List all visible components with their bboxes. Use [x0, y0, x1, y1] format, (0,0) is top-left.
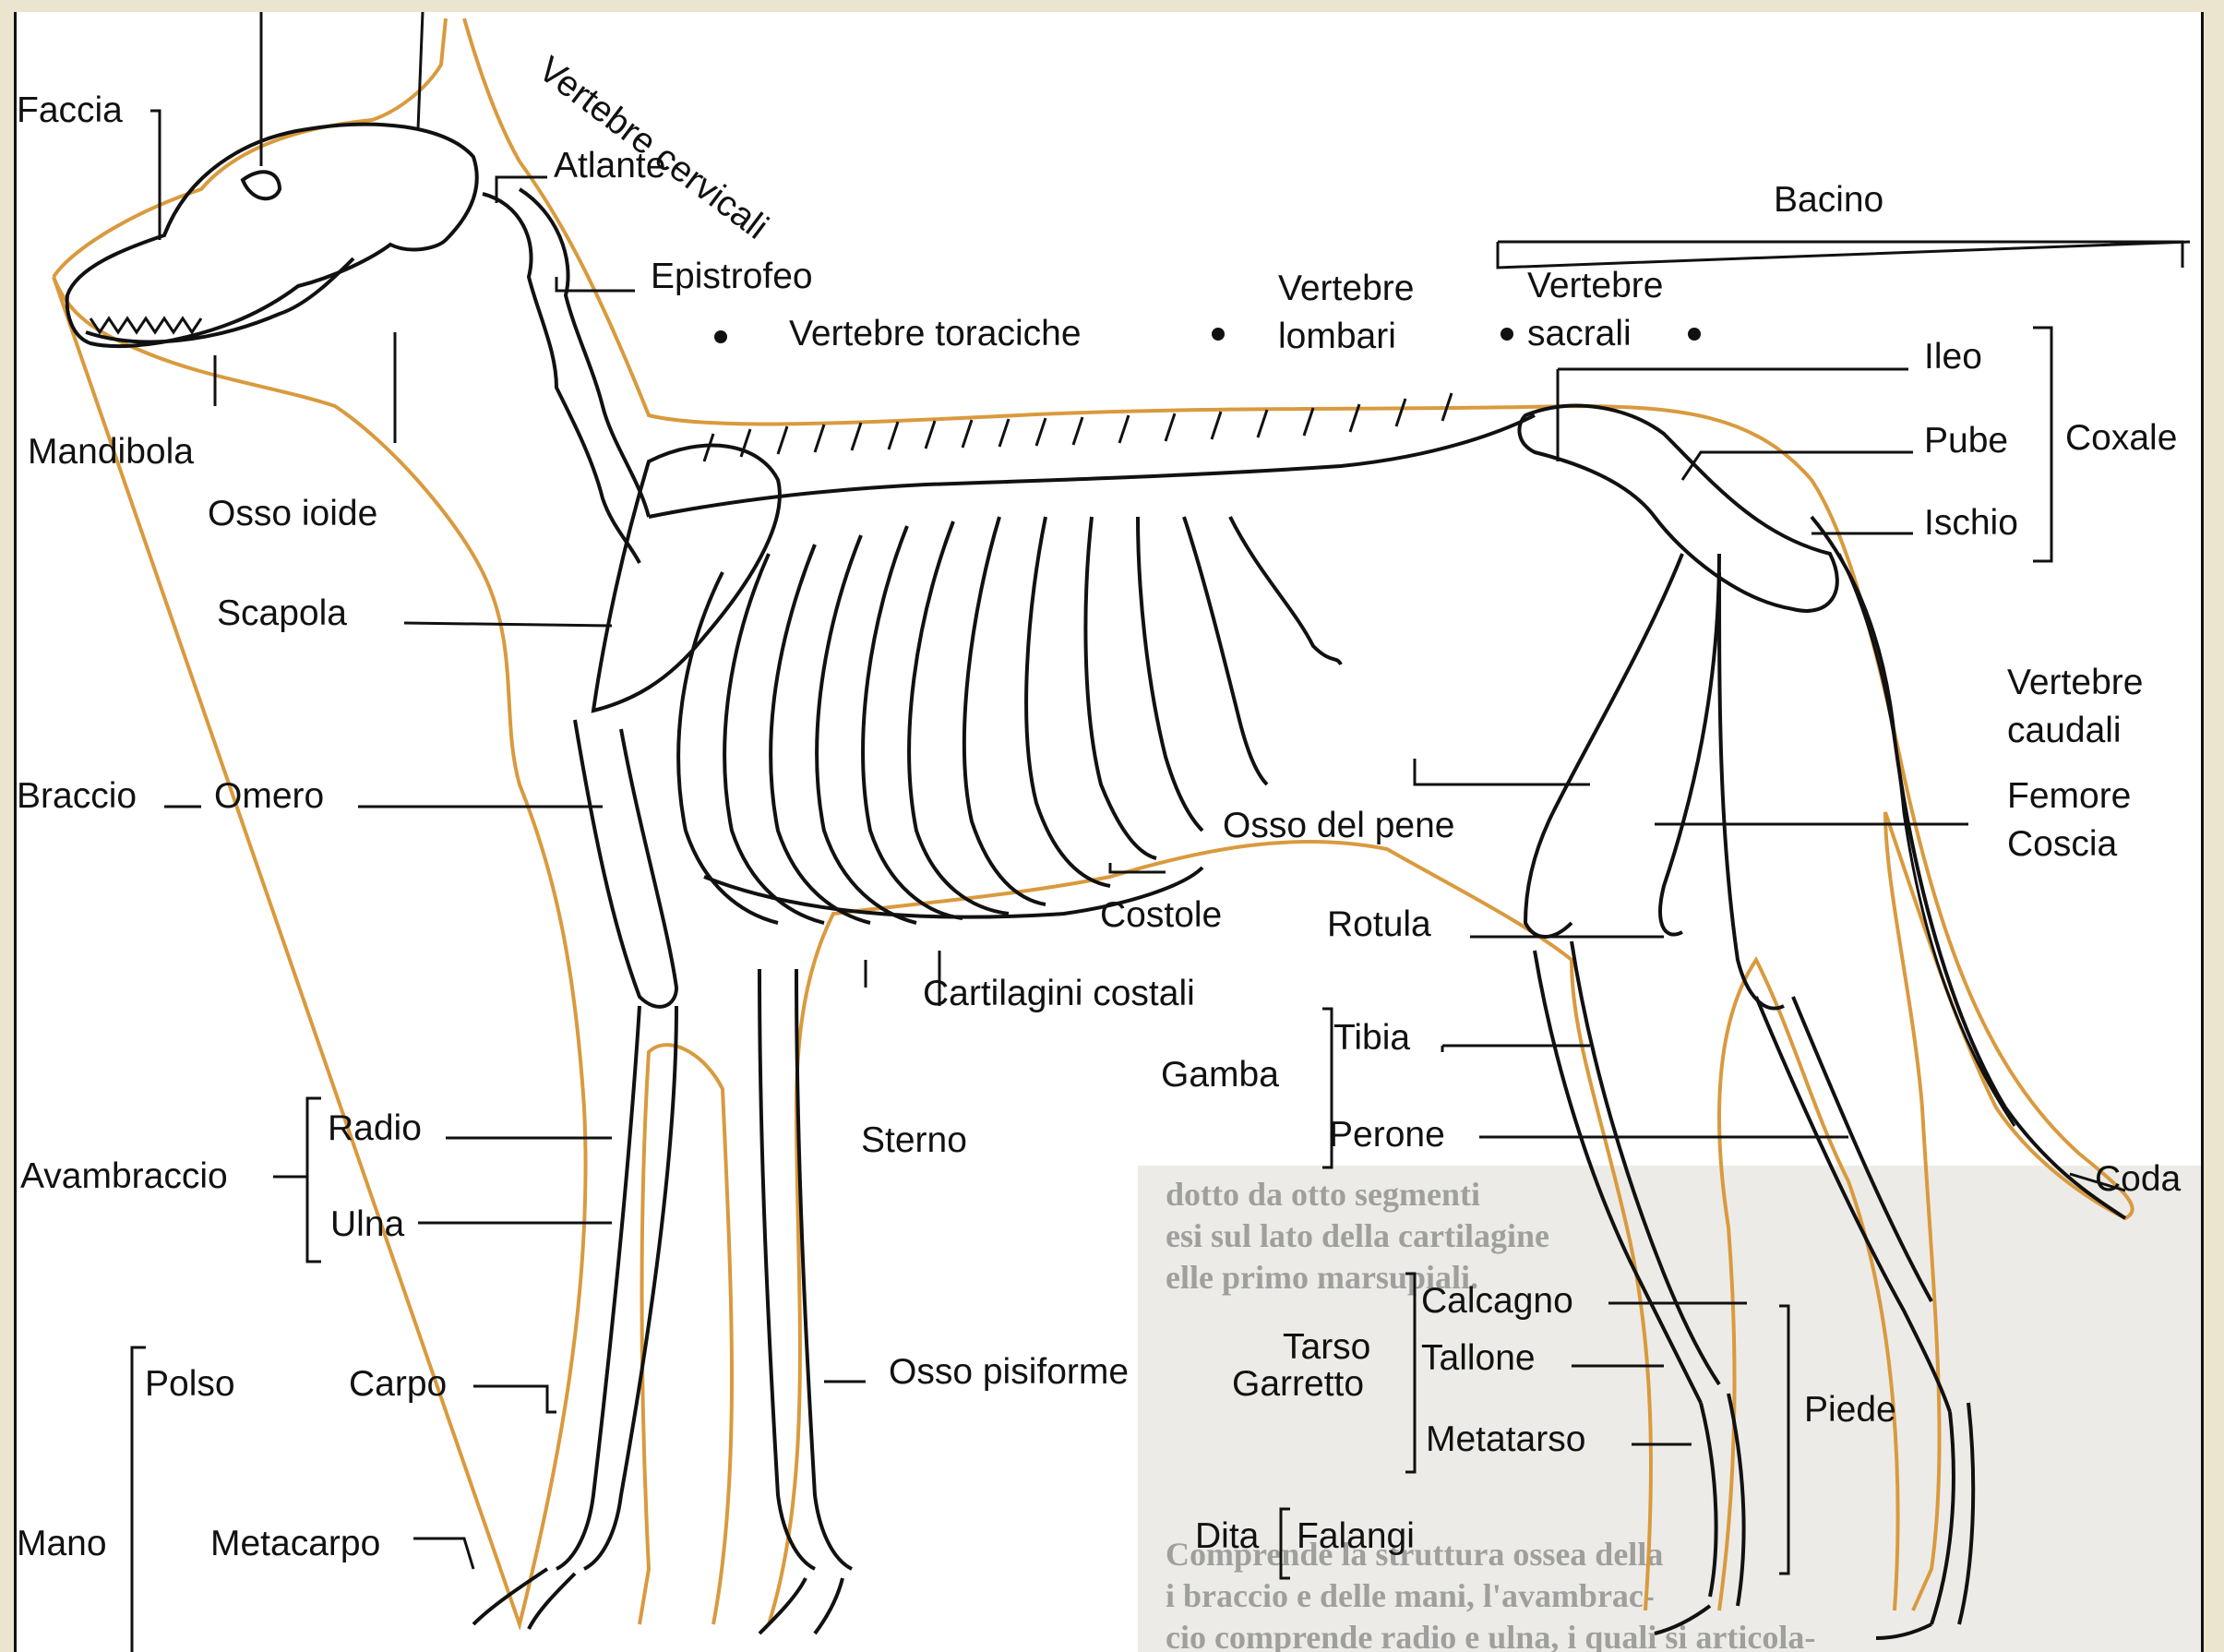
- mandible: [86, 258, 353, 341]
- label-tarso: Tarso: [1283, 1329, 1370, 1365]
- label-vertebre-sacrali-2: sacrali: [1527, 316, 1632, 352]
- label-vertebre-lombari-1: Vertebre: [1278, 270, 1414, 306]
- label-osso-pisiforme: Osso pisiforme: [889, 1354, 1129, 1390]
- label-sterno: Sterno: [861, 1122, 967, 1158]
- label-metacarpo: Metacarpo: [210, 1526, 380, 1562]
- cervical-spine-outer: [520, 189, 649, 517]
- label-femore: Femore: [2007, 778, 2131, 814]
- label-omero: Omero: [214, 778, 324, 814]
- label-polso: Polso: [145, 1366, 235, 1402]
- label-garretto: Garretto: [1232, 1366, 1364, 1402]
- label-atlante: Atlante: [554, 148, 665, 184]
- pelvis-bone: [1519, 406, 1836, 611]
- label-bacino: Bacino: [1774, 182, 1883, 218]
- label-tibia: Tibia: [1333, 1020, 1410, 1056]
- label-calcagno: Calcagno: [1421, 1283, 1573, 1319]
- label-faccia: Faccia: [17, 92, 123, 128]
- skull: [67, 125, 477, 347]
- label-scapola: Scapola: [217, 595, 347, 631]
- label-dita: Dita: [1195, 1518, 1259, 1554]
- cervical-spine: [483, 194, 640, 563]
- label-gamba: Gamba: [1161, 1057, 1279, 1093]
- teeth: [90, 318, 201, 332]
- label-carpo: Carpo: [349, 1366, 447, 1402]
- label-osso-del-pene: Osso del pene: [1223, 808, 1455, 844]
- label-rotula: Rotula: [1327, 906, 1431, 942]
- label-falangi: Falangi: [1297, 1518, 1415, 1554]
- label-mandibola: Mandibola: [28, 434, 194, 470]
- label-coscia: Coscia: [2007, 826, 2117, 862]
- label-vertebre-caudali-1: Vertebre: [2007, 664, 2143, 700]
- tail-bones: [1811, 517, 2125, 1218]
- label-metatarso: Metatarso: [1426, 1421, 1585, 1457]
- label-avambraccio: Avambraccio: [20, 1158, 228, 1194]
- label-ileo: Ileo: [1924, 339, 1982, 375]
- dorsal-spine: [649, 415, 1535, 517]
- dorsal-spine-top: [704, 393, 1452, 461]
- ribs: [678, 517, 1341, 923]
- skull-eye: [243, 172, 280, 198]
- label-ischio: Ischio: [1924, 505, 2018, 541]
- label-piede: Piede: [1804, 1392, 1896, 1428]
- label-costole: Costole: [1100, 897, 1222, 933]
- label-tallone: Tallone: [1421, 1340, 1536, 1376]
- label-perone: Perone: [1329, 1117, 1445, 1153]
- label-braccio: Braccio: [17, 778, 137, 814]
- label-mano: Mano: [17, 1526, 107, 1562]
- label-vertebre-caudali-2: caudali: [2007, 712, 2122, 748]
- label-vertebre-lombari-2: lombari: [1278, 318, 1396, 354]
- label-pube: Pube: [1924, 423, 2008, 459]
- label-vertebre-sacrali-1: Vertebre: [1527, 268, 1663, 304]
- label-radio: Radio: [328, 1110, 422, 1146]
- label-coxale: Coxale: [2065, 420, 2177, 456]
- label-epistrofeo: Epistrofeo: [651, 258, 813, 294]
- label-coda: Coda: [2095, 1161, 2181, 1197]
- tail-bones-inner: [1839, 554, 2015, 1126]
- label-cartilagini-costali: Cartilagini costali: [923, 976, 1195, 1012]
- label-osso-ioide: Osso ioide: [208, 496, 377, 532]
- label-vertebre-toraciche: Vertebre toraciche: [789, 316, 1082, 352]
- label-ulna: Ulna: [330, 1206, 404, 1242]
